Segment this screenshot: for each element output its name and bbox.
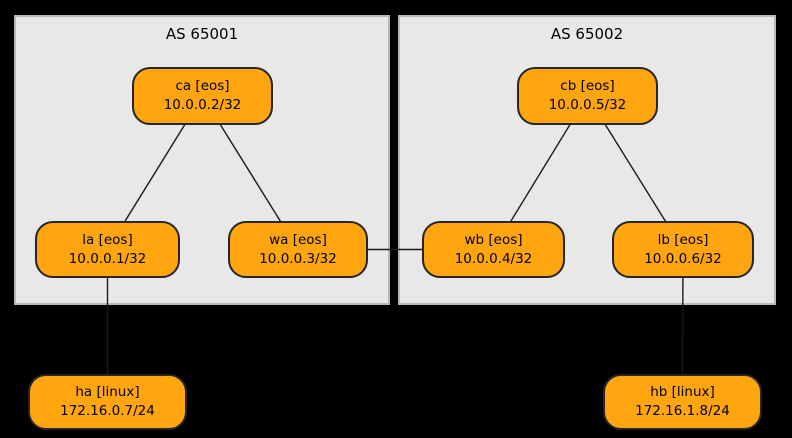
node-lb-label: lb [eos]: [657, 231, 709, 248]
node-la-label: la [eos]: [82, 231, 133, 248]
node-cb: cb [eos] 10.0.0.5/32: [517, 67, 658, 125]
node-ca-address: 10.0.0.2/32: [163, 97, 242, 113]
node-wa: wa [eos] 10.0.0.3/32: [228, 221, 368, 278]
node-wb-label: wb [eos]: [464, 231, 523, 248]
node-lb: lb [eos] 10.0.0.6/32: [612, 221, 754, 278]
node-ca-label: ca [eos]: [175, 78, 230, 94]
cluster-as65001-title: AS 65001: [165, 25, 239, 43]
node-cb-address: 10.0.0.5/32: [548, 97, 627, 113]
node-hb-address: 172.16.1.8/24: [635, 403, 730, 419]
node-ha-address: 172.16.0.7/24: [60, 403, 155, 419]
node-wa-label: wa [eos]: [269, 231, 327, 248]
node-lb-address: 10.0.0.6/32: [644, 250, 722, 267]
node-wb: wb [eos] 10.0.0.4/32: [422, 221, 565, 278]
node-hb-label: hb [linux]: [650, 384, 715, 400]
node-ca: ca [eos] 10.0.0.2/32: [132, 67, 273, 125]
node-cb-label: cb [eos]: [560, 78, 615, 94]
node-wa-address: 10.0.0.3/32: [259, 250, 337, 267]
node-la: la [eos] 10.0.0.1/32: [35, 221, 180, 278]
node-wb-address: 10.0.0.4/32: [454, 250, 533, 267]
node-ha: ha [linux] 172.16.0.7/24: [28, 374, 187, 430]
cluster-as65002-title: AS 65002: [550, 25, 624, 43]
node-hb: hb [linux] 172.16.1.8/24: [603, 374, 762, 430]
node-ha-label: ha [linux]: [75, 384, 140, 400]
node-la-address: 10.0.0.1/32: [68, 250, 147, 267]
